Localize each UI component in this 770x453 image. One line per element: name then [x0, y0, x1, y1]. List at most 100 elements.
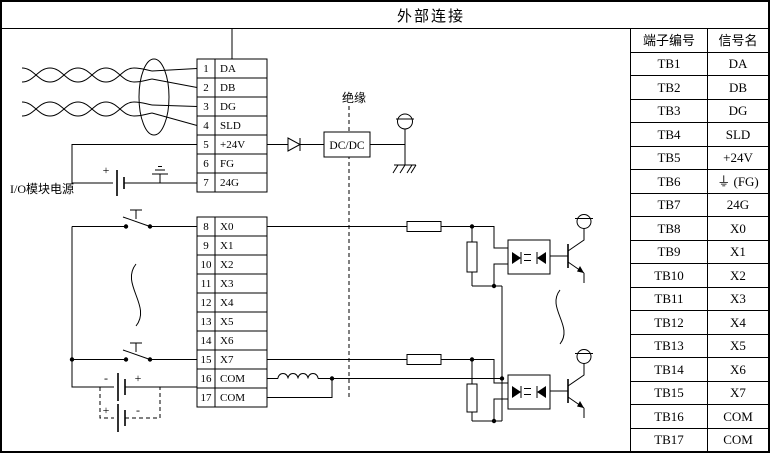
page-title: 外部连接: [396, 8, 465, 25]
terminal-name: SLD: [220, 120, 241, 132]
signal-name-cell: DB: [728, 79, 748, 95]
battery-minus-sign: -: [104, 371, 108, 385]
battery-minus-sign: -: [136, 403, 140, 417]
optocoupler: [507, 239, 551, 275]
battery-plus-sign: +: [103, 163, 110, 177]
terminal-id-cell: TB7: [631, 193, 708, 216]
optocoupler: [507, 374, 551, 410]
table-row: TB10 X2: [631, 264, 768, 288]
terminal-name: X5: [220, 316, 234, 328]
terminal-number: 12: [201, 297, 212, 309]
signal-name-cell: +24V: [723, 150, 753, 166]
terminal-name: COM: [220, 392, 245, 404]
signal-name-cell: X2: [730, 267, 746, 283]
terminal-id-cell: TB17: [631, 428, 708, 451]
output-transistor: [550, 228, 585, 283]
isolation-label: 绝缘: [342, 90, 366, 105]
terminal-name: FG: [220, 158, 234, 170]
terminal-id-cell: TB8: [631, 217, 708, 240]
continuation-squiggle-left: [130, 263, 142, 327]
signal-name-cell: 24G: [726, 197, 750, 213]
terminal-id-cell: TB14: [631, 358, 708, 381]
terminal-number: 2: [203, 82, 209, 94]
terminal-name: X2: [220, 259, 233, 271]
table-row: TB1 DA: [631, 52, 768, 76]
terminal-number: 17: [201, 392, 213, 404]
terminal-number: 16: [201, 373, 213, 385]
table-row: TB11 X3: [631, 287, 768, 311]
terminal-id-cell: TB9: [631, 240, 708, 263]
signal-name-cell: X6: [730, 361, 746, 377]
signal-name-cell: DA: [728, 56, 748, 72]
table-row: TB4 SLD: [631, 123, 768, 147]
table-row: TB15 X7: [631, 381, 768, 405]
terminal-name: X0: [220, 221, 234, 233]
terminal-id-cell: TB4: [631, 123, 708, 146]
signal-name-cell: X3: [730, 291, 746, 307]
battery-plus-sign: +: [135, 371, 142, 385]
series-resistor: [406, 221, 442, 232]
signal-name-cell: X5: [730, 338, 746, 354]
functional-ground-symbol: [392, 164, 417, 174]
table-row: TB13 X5: [631, 334, 768, 358]
terminal-header-cell: 端子编号: [631, 29, 708, 52]
terminal-name: COM: [220, 373, 245, 385]
terminal-id-cell: TB5: [631, 146, 708, 169]
terminal-id-cell: TB10: [631, 264, 708, 287]
parallel-resistor: [466, 383, 478, 413]
signal-name-cell: X7: [730, 385, 746, 401]
table-row: TB6⏚ (FG): [631, 170, 768, 194]
terminal-id-cell: TB13: [631, 334, 708, 357]
terminal-id-cell: TB1: [631, 52, 708, 75]
terminal-name: X4: [220, 297, 234, 309]
terminal-number: 9: [203, 240, 209, 252]
terminal-number: 14: [201, 335, 213, 347]
io-power-label: I/O模块电源: [10, 182, 74, 196]
alternate-polarity-dashed: [99, 387, 161, 419]
signal-name-cell: SLD: [725, 126, 751, 142]
terminal-number: 10: [201, 259, 213, 271]
lower-terminal-block: 8 9 10 11 12 13 14 15 16 17 X0 X1 X2 X3 …: [196, 216, 268, 408]
battery-plus-sign: +: [103, 403, 110, 417]
signal-header-cell: 信号名: [718, 32, 758, 48]
terminal-number: 7: [203, 177, 209, 189]
terminal-number: 4: [203, 120, 209, 132]
terminal-id-cell: TB15: [631, 381, 708, 404]
diagram-title-bar: 外部连接: [2, 2, 768, 29]
terminal-number: 6: [203, 158, 209, 170]
terminal-id-cell: TB11: [631, 287, 708, 310]
input-switch-x7: [72, 342, 197, 362]
terminal-name: X1: [220, 240, 233, 252]
terminal-name: X3: [220, 278, 234, 290]
diode-symbol: [287, 137, 302, 152]
terminal-number: 1: [203, 63, 209, 75]
table-row: TB5 +24V: [631, 146, 768, 170]
earth-ground-symbol: [152, 166, 168, 183]
earth-terminal-circle: [396, 113, 414, 130]
terminal-number: 5: [203, 139, 209, 151]
terminal-name: 24G: [220, 177, 239, 189]
series-resistor: [406, 354, 442, 365]
terminal-number: 3: [203, 101, 209, 113]
terminal-name: DG: [220, 101, 236, 113]
input-power-battery: - + + -: [99, 371, 197, 432]
input-circuit-x0: [267, 214, 593, 379]
output-transistor: [550, 363, 585, 418]
io-module-power-circuit: + I/O模块电源: [10, 144, 197, 196]
continuation-squiggle-right: [555, 289, 565, 345]
terminal-number: 13: [201, 316, 213, 328]
signal-name-cell: COM: [723, 432, 753, 448]
terminal-id-cell: TB3: [631, 99, 708, 122]
signal-name-cell: X4: [730, 314, 746, 330]
table-row: TB7 24G: [631, 193, 768, 217]
input-common-bus: [71, 226, 114, 388]
dcdc-label: DC/DC: [329, 140, 364, 152]
signal-name-cell: ⏚ (FG): [717, 173, 759, 189]
